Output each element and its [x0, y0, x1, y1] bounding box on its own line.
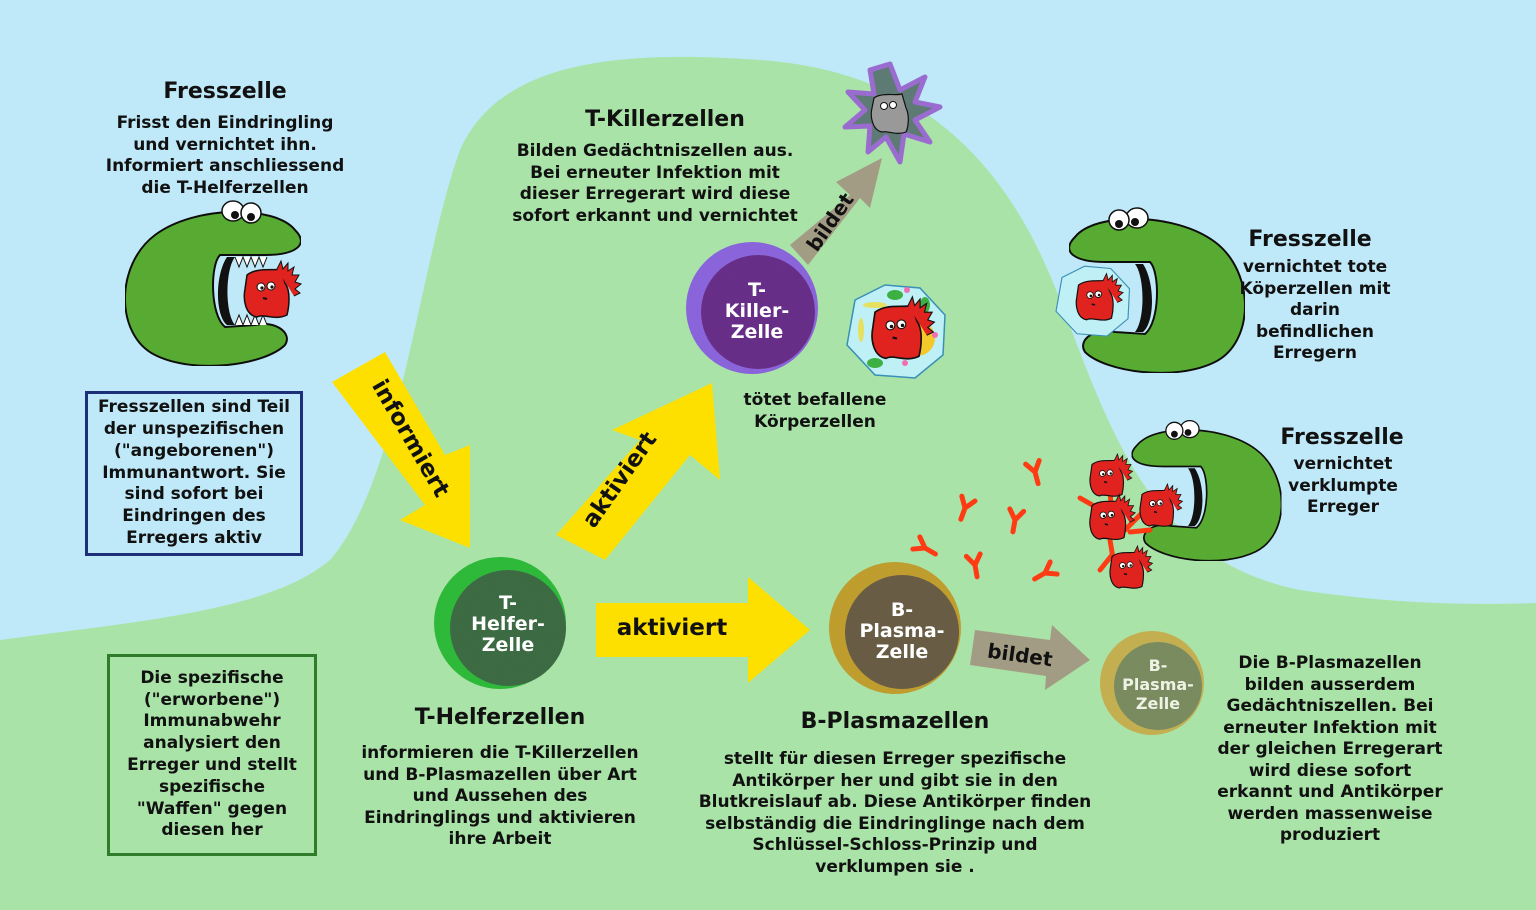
t-killer-action: tötet befallene Körperzellen: [743, 390, 887, 432]
phagocyte-right1-title: Fresszelle: [1248, 227, 1372, 252]
arrow-activates-plasma-label: aktiviert: [616, 615, 728, 641]
t-helper-title: T-Helferzellen: [414, 705, 586, 730]
killed-pathogen-star: [842, 61, 943, 165]
innate-immunity-box: Fresszellen sind Teil der unspezifischen…: [85, 391, 303, 556]
arrow-informs: [332, 352, 470, 548]
clumped-pathogens: [1077, 453, 1184, 589]
b-plasma-memory-cell: [1100, 631, 1204, 735]
t-helper-text: informieren die T-Killerzellen und B-Pla…: [361, 743, 639, 849]
b-plasma-memory-cell-label: B- Plasma- Zelle: [1122, 656, 1194, 713]
t-killer-cell: [686, 242, 818, 374]
arrow-forms-killer-memory: [790, 158, 882, 265]
arrow-activates-plasma: [596, 577, 810, 683]
b-plasma-text: stellt für diesen Erreger spezifische An…: [698, 749, 1092, 877]
t-helper-cell-label: T- Helfer- Zelle: [471, 592, 545, 656]
b-plasma-memory-text: Die B-Plasmazellen bilden ausserdem Gedä…: [1217, 653, 1443, 845]
phagocyte-top-text: Frisst den Eindringling und vernichtet i…: [105, 113, 345, 198]
adaptive-immunity-box: Die spezifische ("erworbene") Immunabweh…: [107, 654, 317, 856]
arrow-activates-killer: [556, 383, 720, 560]
b-plasma-cell-label: B- Plasma- Zelle: [859, 599, 945, 663]
phagocyte-right2-text: vernichtet verklumpte Erreger: [1288, 454, 1398, 517]
t-helper-cell: [434, 557, 566, 689]
phagocyte-eating-pathogen: [124, 200, 302, 367]
infected-body-cell: [846, 284, 946, 379]
phagocyte-right2-title: Fresszelle: [1280, 425, 1404, 450]
t-killer-text: Bilden Gedächtniszellen aus. Bei erneute…: [512, 141, 798, 226]
b-plasma-cell: [829, 562, 961, 694]
phagocyte-top-title: Fresszelle: [163, 79, 287, 104]
arrow-forms-plasma-memory: [970, 625, 1090, 690]
t-killer-title: T-Killerzellen: [585, 107, 745, 132]
phagocyte-eating-body-cell: [1068, 207, 1246, 374]
phagocyte-right1-text: vernichtet tote Köperzellen mit darin be…: [1239, 257, 1391, 363]
b-plasma-title: B-Plasmazellen: [800, 709, 990, 734]
phagocyte-eating-clumped-pathogens: [1131, 419, 1283, 562]
t-killer-cell-label: T- Killer- Zelle: [724, 279, 790, 343]
